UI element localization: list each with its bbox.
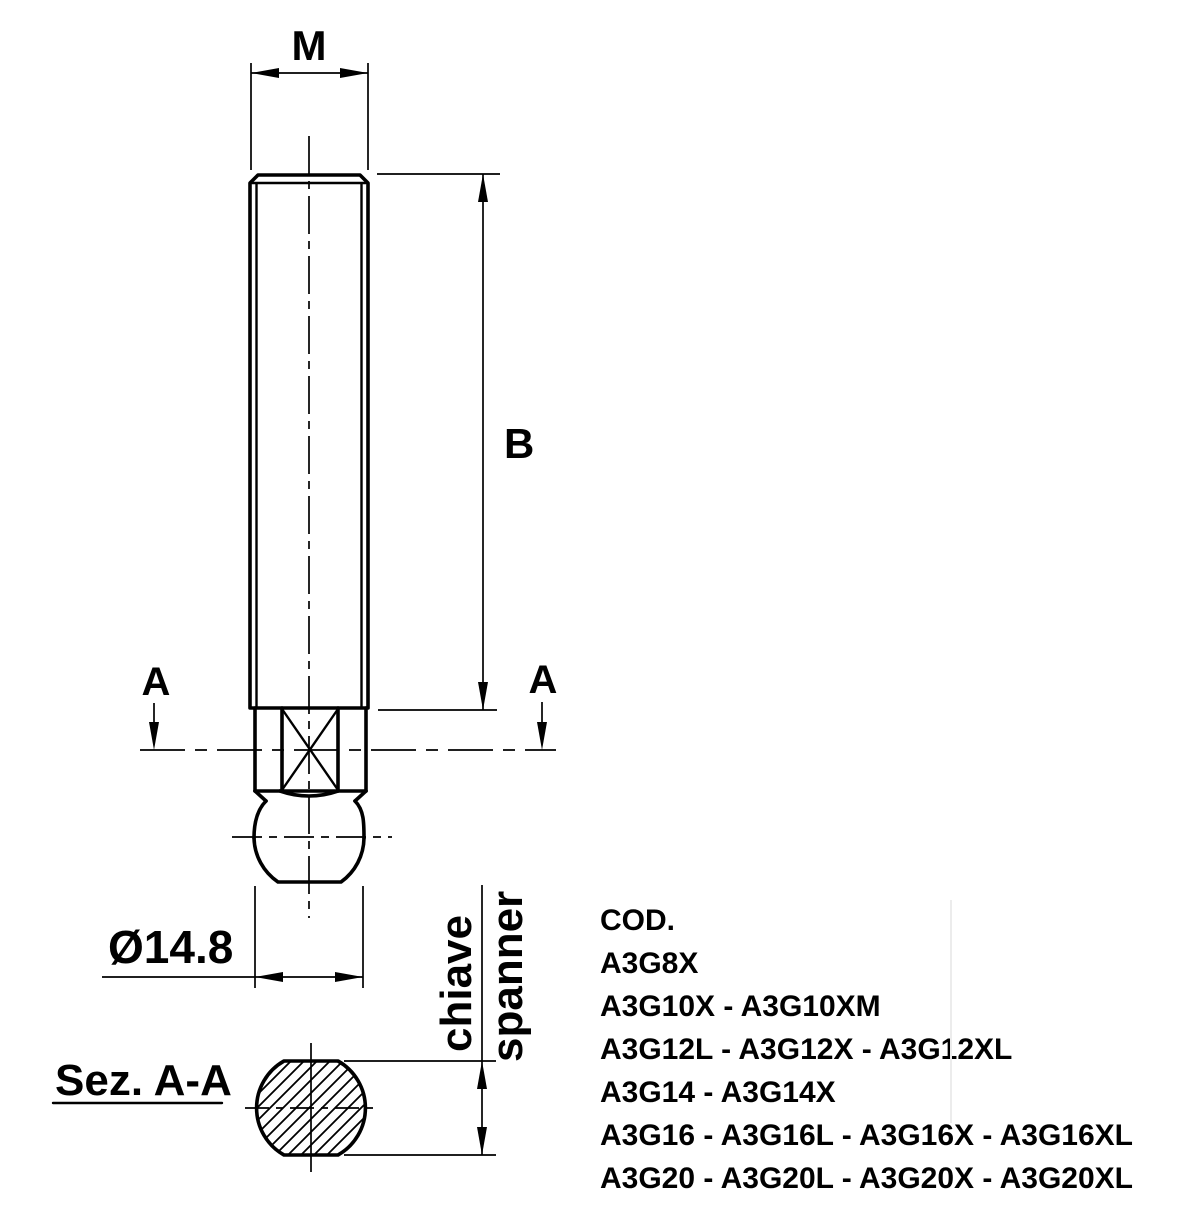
dim-ball-diameter-label: Ø14.8 xyxy=(108,921,233,973)
code-list-header: COD. xyxy=(600,904,675,937)
code-row: A3G12L - A3G12X - A3G12XL xyxy=(600,1033,1012,1066)
code-row: A3G8X xyxy=(600,947,698,980)
front-view: M B A A Ø14.8 xyxy=(102,22,558,1156)
code-row: A3G10X - A3G10XM xyxy=(600,990,881,1023)
dimension-spanner: chiave spanner xyxy=(344,885,532,1156)
code-row: A3G20 - A3G20L - A3G20X - A3G20XL xyxy=(600,1162,1133,1195)
code-row: A3G16 - A3G16L - A3G16X - A3G16XL xyxy=(600,1119,1133,1152)
ball-top-arc xyxy=(278,789,340,798)
dim-M-label: M xyxy=(292,22,327,69)
section-view-a-a: Sez. A-A xyxy=(51,1043,376,1172)
section-view-title: Sez. A-A xyxy=(55,1056,232,1105)
chamfer-right xyxy=(353,789,368,803)
dimension-M: M xyxy=(250,22,369,170)
spanner-label-italian: chiave xyxy=(432,915,481,1052)
dimension-B: B xyxy=(377,173,534,711)
section-marker-right: A xyxy=(529,658,558,702)
spanner-label-english: spanner xyxy=(483,891,532,1062)
dimension-ball-diameter: Ø14.8 xyxy=(102,886,364,988)
chamfer-left xyxy=(253,789,268,803)
dim-B-label: B xyxy=(504,420,534,467)
code-list: COD. A3G8X A3G10X - A3G10XM A3G12L - A3G… xyxy=(600,904,1133,1195)
section-marker-left: A xyxy=(142,660,171,704)
code-row: A3G14 - A3G14X xyxy=(600,1076,836,1109)
rod-outline xyxy=(248,173,370,710)
spanner-flats-section xyxy=(253,706,368,803)
ball-end xyxy=(232,799,392,884)
section-cut-line: A A xyxy=(140,658,558,751)
